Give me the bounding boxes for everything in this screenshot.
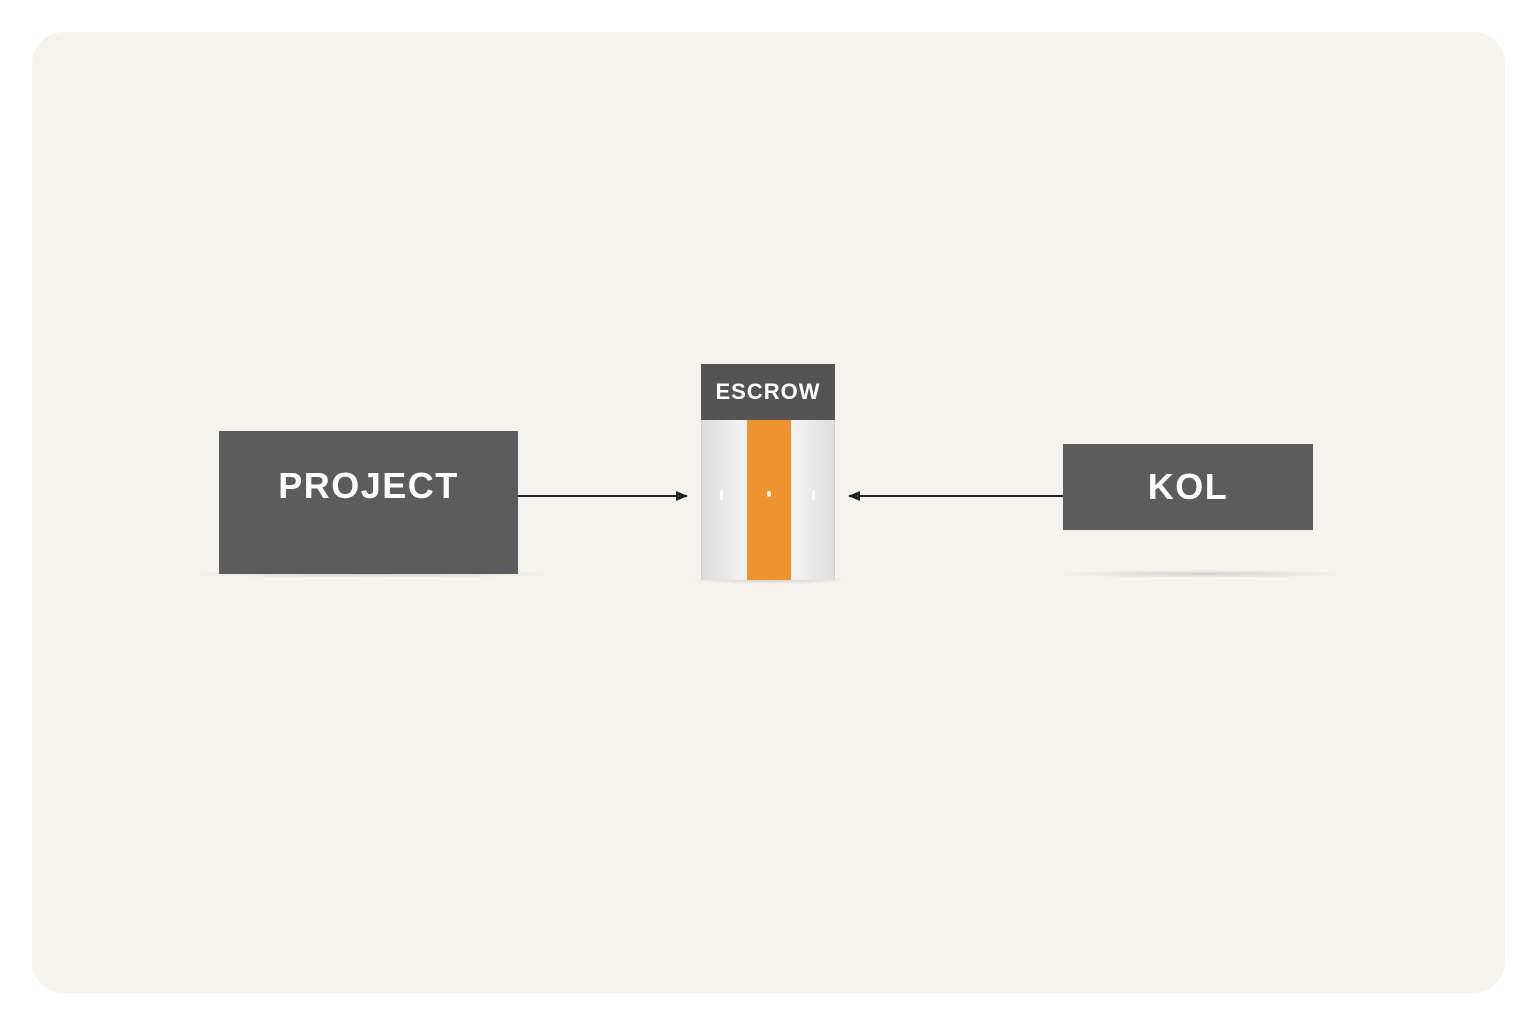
project-label: PROJECT xyxy=(278,465,459,506)
escrow-stripe xyxy=(747,420,791,580)
project-node: PROJECT xyxy=(219,431,518,574)
escrow-shadow xyxy=(682,576,857,584)
diagram-canvas: PROJECT ESCROW KOL xyxy=(32,32,1505,993)
kol-label: KOL xyxy=(1147,466,1229,507)
kol-node: KOL xyxy=(1063,444,1313,530)
escrow-glint-right xyxy=(812,490,815,500)
escrow-container xyxy=(701,420,835,580)
escrow-glint-center xyxy=(767,491,771,497)
project-shadow xyxy=(182,570,562,578)
escrow-glint-left xyxy=(720,490,723,500)
escrow-header: ESCROW xyxy=(701,364,835,420)
escrow-label: ESCROW xyxy=(715,379,821,404)
kol-shadow xyxy=(1052,570,1352,578)
